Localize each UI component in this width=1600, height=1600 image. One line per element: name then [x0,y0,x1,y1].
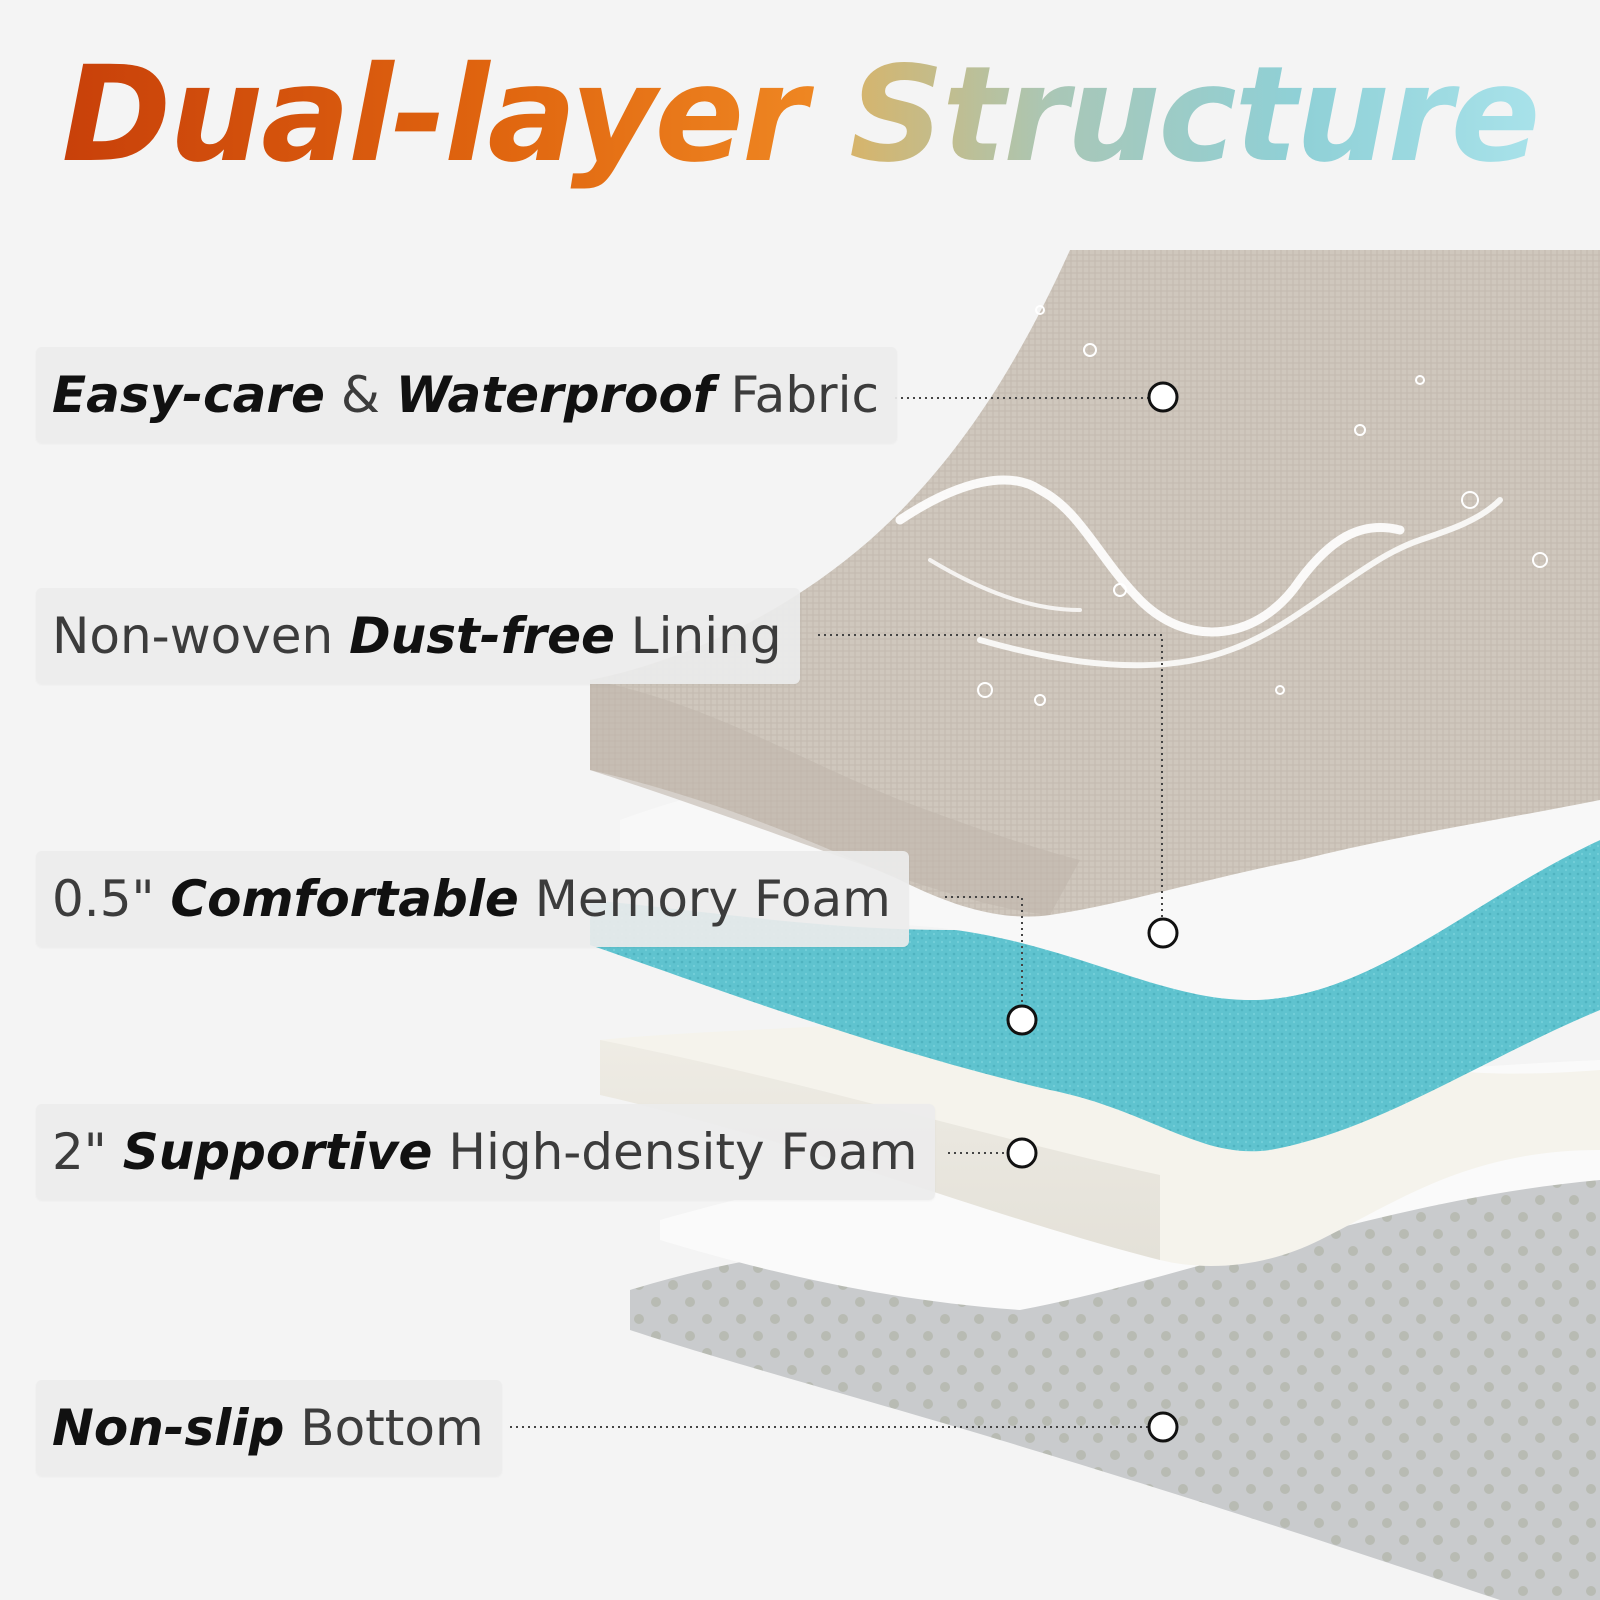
leader-memory-foam [945,896,1023,1004]
layer-non-slip-bottom [630,1120,1600,1600]
marker-high-density-foam [1006,1137,1038,1169]
title-part-2: Structure [849,38,1540,192]
marker-lining [1147,917,1179,949]
label-text: 0.5" [52,870,171,928]
label-emph: Comfortable [170,870,519,928]
label-text: Non-woven [52,607,350,665]
label-text: Fabric [714,366,880,424]
label-waterproof-fabric: Easy-care & Waterproof Fabric [36,347,897,443]
label-emph: Non-slip [52,1399,285,1457]
label-emph: Supportive [122,1123,433,1181]
layer-memory-foam [590,840,1600,1152]
label-dust-free-lining: Non-woven Dust-free Lining [36,588,800,684]
leader-lining [818,634,1163,918]
leader-lines [510,397,1163,1428]
label-emph: Dust-free [349,607,615,665]
label-text: Memory Foam [518,870,891,928]
marker-bottom [1147,1411,1179,1443]
title-part-1: Dual-layer [61,38,850,192]
label-memory-foam: 0.5" Comfortable Memory Foam [36,851,909,947]
label-emph: Easy-care [52,366,325,424]
label-emph: Waterproof [395,366,715,424]
marker-memory-foam [1006,1004,1038,1036]
label-text: High-density Foam [432,1123,918,1181]
label-non-slip-bottom: Non-slip Bottom [36,1380,502,1476]
layer-waterproof-fabric [590,250,1600,917]
label-text: & [324,366,396,424]
label-high-density-foam: 2" Supportive High-density Foam [36,1104,936,1200]
label-text: Lining [614,607,782,665]
label-text: Bottom [284,1399,484,1457]
label-text: 2" [52,1123,123,1181]
marker-fabric [1147,381,1179,413]
page-title: Dual-layer Structure [0,30,1600,200]
water-splash-icon [895,305,1548,706]
